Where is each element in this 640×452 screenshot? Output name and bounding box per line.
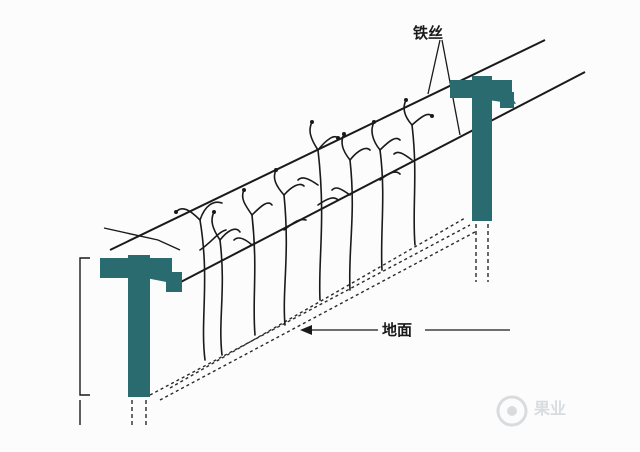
ground-label: 地面 (382, 321, 413, 339)
watermark-text: 果业 (534, 399, 567, 418)
leaves (174, 98, 434, 214)
watermark-logo: 果业 (490, 385, 620, 437)
height-bracket (79, 227, 181, 425)
wire-label: 铁丝 (413, 24, 444, 42)
left-post (100, 255, 182, 428)
ground-row (149, 217, 476, 401)
watermark-icon (496, 395, 528, 427)
right-post (450, 76, 516, 282)
ground-arrow (300, 325, 510, 335)
seedlings (175, 99, 433, 361)
lower-wire (174, 71, 586, 286)
wire-pointer-1 (427, 39, 441, 95)
upper-wire (109, 39, 546, 251)
